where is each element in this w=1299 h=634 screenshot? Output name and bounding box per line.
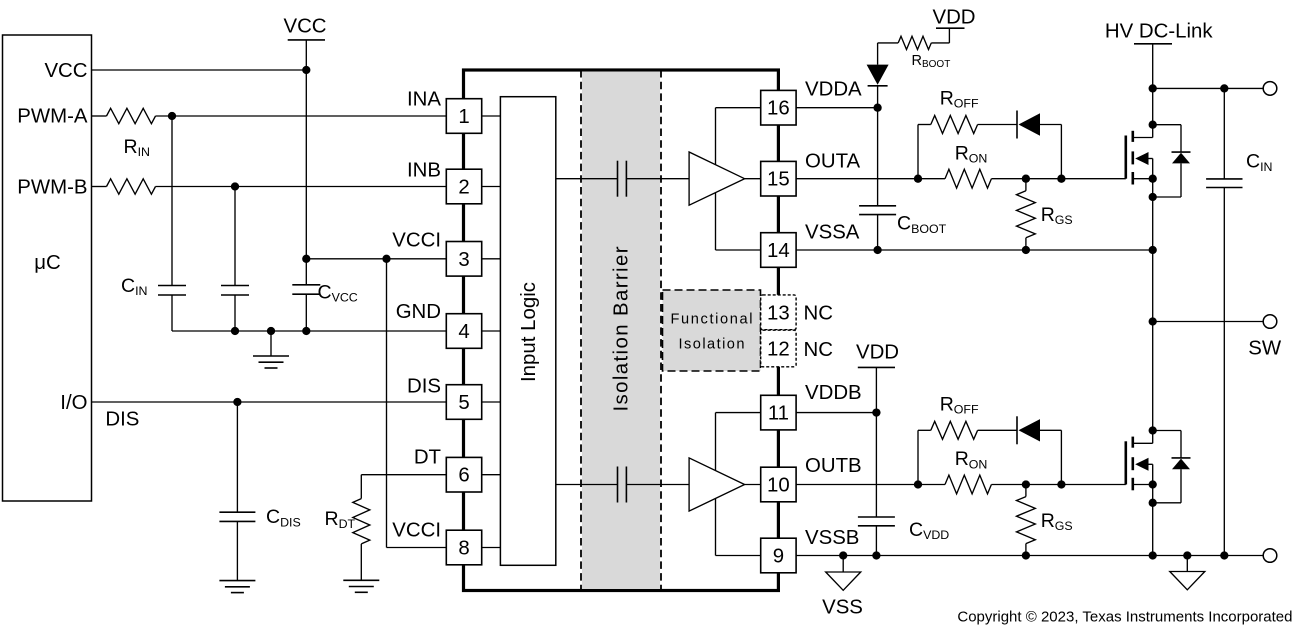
svg-text:Isolation Barrier: Isolation Barrier xyxy=(611,246,633,411)
svg-text:4: 4 xyxy=(458,321,469,343)
svg-text:VCCI: VCCI xyxy=(392,230,441,252)
svg-text:VSS: VSS xyxy=(822,597,863,619)
svg-text:Copyright © 2023, Texas Instru: Copyright © 2023, Texas Instruments Inco… xyxy=(957,609,1292,626)
svg-text:VCC: VCC xyxy=(44,60,87,82)
svg-text:VDD: VDD xyxy=(856,342,899,364)
svg-text:Isolation: Isolation xyxy=(679,337,745,353)
svg-text:VSSB: VSSB xyxy=(805,527,859,549)
svg-text:5: 5 xyxy=(458,392,469,414)
svg-text:OUTA: OUTA xyxy=(805,151,861,173)
svg-text:INB: INB xyxy=(407,159,441,181)
svg-text:13: 13 xyxy=(767,302,790,324)
svg-text:VCCI: VCCI xyxy=(392,520,441,542)
svg-text:9: 9 xyxy=(773,546,784,568)
svg-text:OUTB: OUTB xyxy=(805,455,862,477)
svg-text:VDDB: VDDB xyxy=(805,382,862,404)
svg-text:SW: SW xyxy=(1248,337,1282,359)
svg-text:NC: NC xyxy=(804,303,833,325)
svg-text:DIS: DIS xyxy=(407,375,441,397)
svg-text:14: 14 xyxy=(767,240,790,262)
svg-text:1: 1 xyxy=(458,106,469,128)
svg-text:μC: μC xyxy=(34,252,60,274)
svg-text:DT: DT xyxy=(414,447,441,469)
svg-text:15: 15 xyxy=(767,169,790,191)
svg-text:DIS: DIS xyxy=(105,409,139,431)
svg-text:GND: GND xyxy=(396,301,441,323)
svg-text:VSSA: VSSA xyxy=(805,222,860,244)
svg-text:3: 3 xyxy=(458,249,469,271)
svg-text:VDDA: VDDA xyxy=(805,79,862,101)
svg-text:6: 6 xyxy=(458,465,469,487)
svg-text:11: 11 xyxy=(768,403,789,425)
svg-text:12: 12 xyxy=(767,339,790,361)
svg-text:VCC: VCC xyxy=(283,16,326,38)
svg-text:10: 10 xyxy=(767,475,790,497)
svg-text:2: 2 xyxy=(458,177,469,199)
svg-text:8: 8 xyxy=(458,538,469,560)
svg-text:VDD: VDD xyxy=(932,7,975,29)
svg-text:HV DC-Link: HV DC-Link xyxy=(1105,20,1213,42)
svg-text:Functional: Functional xyxy=(671,312,753,328)
svg-text:I/O: I/O xyxy=(60,392,87,414)
svg-text:NC: NC xyxy=(804,339,833,361)
svg-text:16: 16 xyxy=(767,98,790,120)
svg-text:PWM-A: PWM-A xyxy=(17,106,88,128)
svg-text:INA: INA xyxy=(407,89,441,111)
svg-text:Input Logic: Input Logic xyxy=(518,282,540,382)
svg-text:PWM-B: PWM-B xyxy=(17,177,87,199)
